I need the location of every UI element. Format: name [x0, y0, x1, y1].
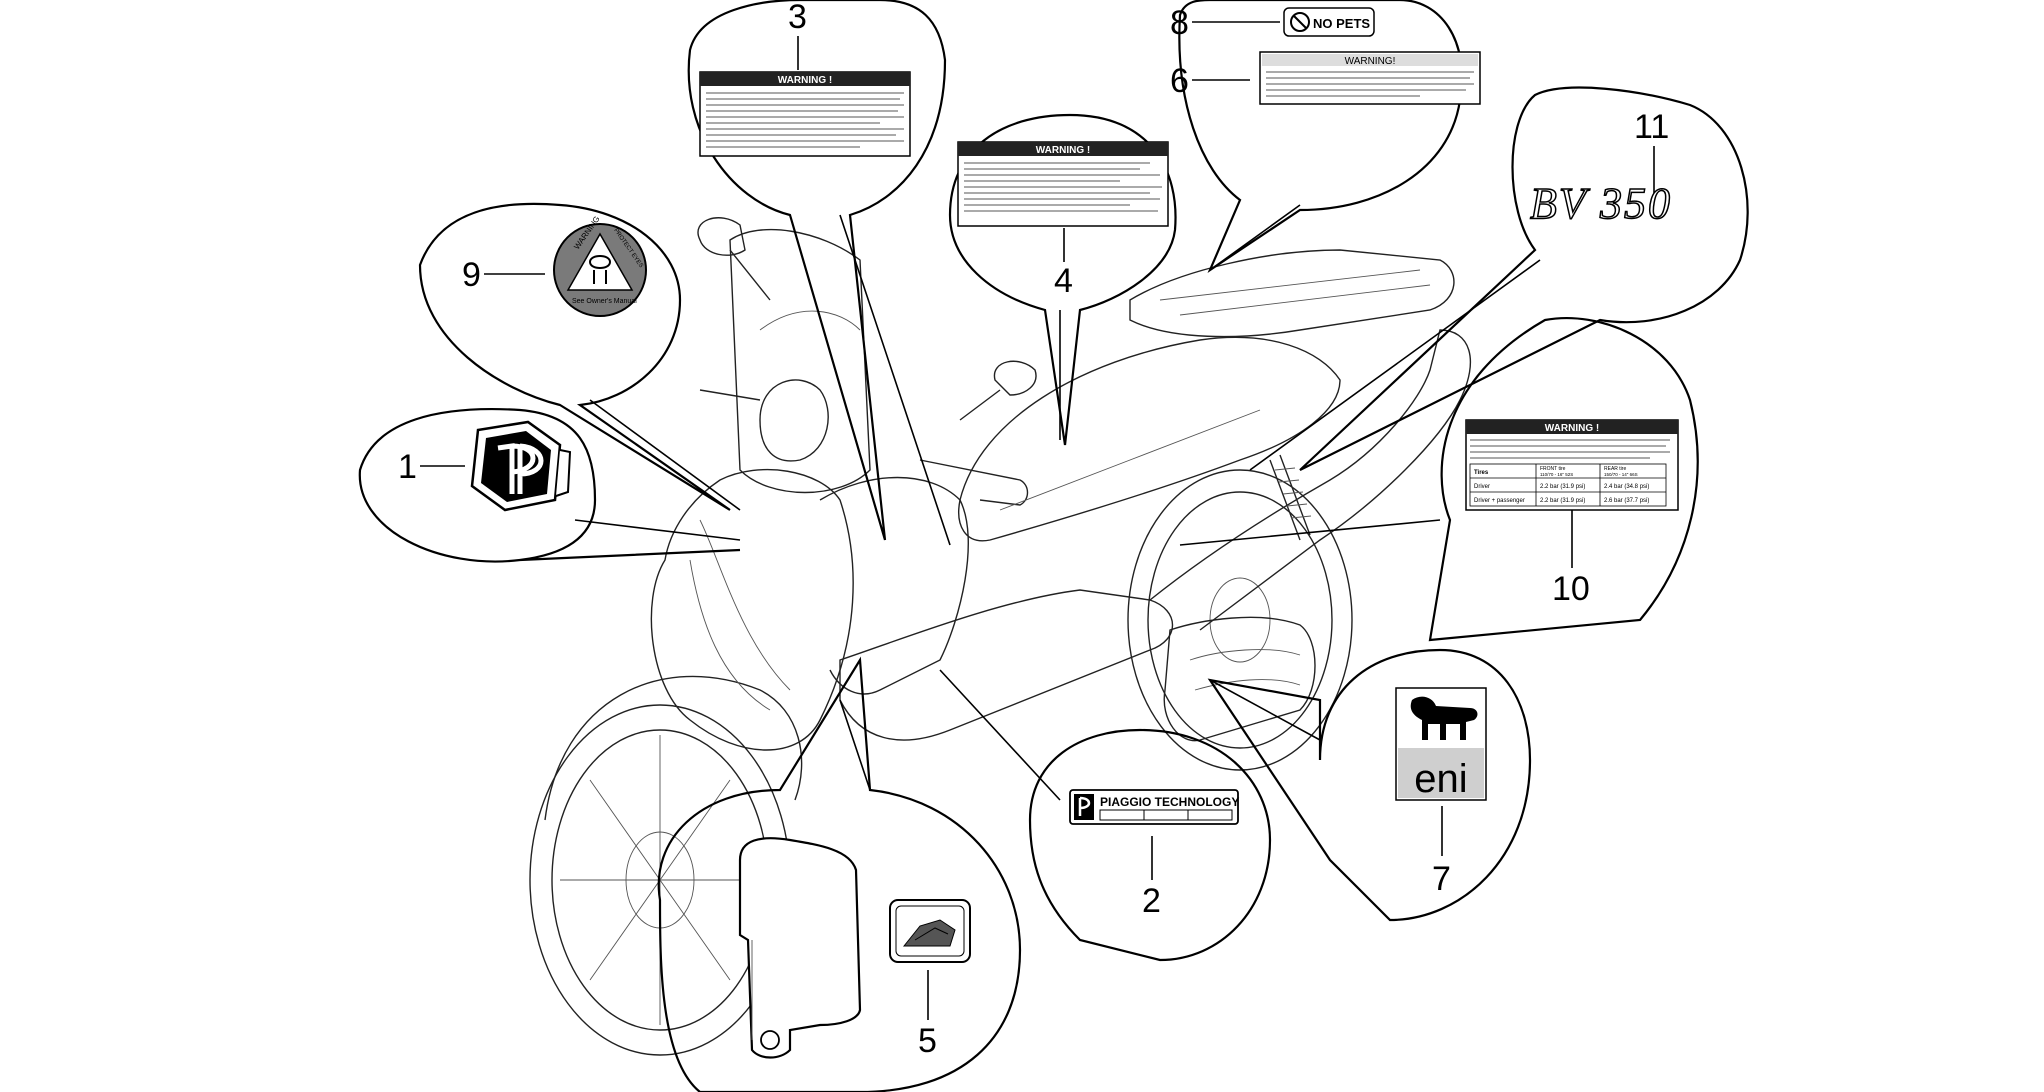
callout-6: 6: [1170, 62, 1250, 100]
glovebox-icon-decal: [889, 899, 971, 963]
luggage-rack: [1129, 249, 1455, 338]
callout-1: 1: [398, 448, 465, 486]
eni-logo-decal: eni: [1395, 687, 1487, 801]
bv350-text: BV 350: [1530, 179, 1672, 228]
callout-4: 4: [1054, 228, 1073, 300]
callout-7: 7: [1432, 806, 1451, 898]
leg-shield: [819, 476, 969, 695]
tire-col-tires: Tires: [1474, 470, 1489, 476]
callout-bubble-5: [657, 656, 1022, 1092]
tire-row2-label: Driver + passenger: [1474, 498, 1525, 504]
callout-11: 11: [1634, 108, 1669, 200]
callout-number-7: 7: [1432, 860, 1451, 898]
callout-bubble-1: [358, 408, 741, 563]
callout-bubble-2: [1028, 728, 1272, 962]
tire-row1-label: Driver: [1474, 484, 1490, 490]
callout-number-3: 3: [788, 0, 807, 36]
eye-protection-icon: [588, 255, 612, 284]
piaggio-logo-badge: [470, 420, 572, 512]
accessories-warning-label: WARNING!: [1259, 51, 1481, 105]
piaggio-technology-label: PIAGGIO TECHNOLOGY: [1069, 789, 1239, 825]
callout-5: 5: [918, 970, 937, 1060]
no-pets-label: NO PETS: [1283, 7, 1375, 37]
callout-number-1: 1: [398, 448, 417, 486]
tire-size-rear: 150/70 - 14" 66S: [1604, 472, 1638, 477]
tire-col-front: FRONT tire: [1540, 466, 1566, 472]
callout-bubble-9: [418, 202, 731, 511]
rear-wheel: [1127, 469, 1353, 771]
handlebar: [699, 389, 1029, 506]
no-pets-text: NO PETS: [1313, 16, 1370, 31]
callout-3: 3: [788, 0, 807, 70]
round-warning-decal: WARNING PROTECT EYES See Owner's Manual: [553, 215, 647, 317]
transmission-cover: [1163, 616, 1316, 742]
six-legged-dog-icon: [1410, 696, 1478, 740]
piaggio-technology-text: PIAGGIO TECHNOLOGY: [1100, 795, 1239, 809]
callout-bubble-6-8: [1178, 0, 1463, 273]
leader-lines: [574, 204, 1541, 801]
callout-number-10: 10: [1552, 570, 1590, 608]
callout-2: 2: [1142, 836, 1161, 920]
front-fender: [544, 675, 803, 821]
tire-col-rear: REAR tire: [1604, 466, 1626, 472]
callout-bubble-10: [1428, 317, 1699, 642]
round-owners-manual-text: See Owner's Manual: [572, 298, 637, 305]
callout-bubble-4: [948, 113, 1177, 446]
warning-title-6: WARNING!: [1345, 56, 1396, 67]
tire-pressure-label: WARNING ! Tires FRONT tire REAR tire 110…: [1465, 419, 1679, 511]
rider-warning-label: WARNING !: [957, 141, 1169, 227]
callout-number-5: 5: [918, 1022, 937, 1060]
rear-body: [1149, 329, 1472, 631]
callout-number-4: 4: [1054, 262, 1073, 300]
eni-text: eni: [1414, 757, 1467, 801]
callout-bubble-7: [1207, 648, 1532, 922]
tire-row1-front: 2.2 bar (31.9 psi): [1540, 484, 1585, 490]
callout-10: 10: [1552, 510, 1590, 608]
callout-number-8: 8: [1170, 4, 1189, 42]
callout-number-11: 11: [1634, 108, 1669, 146]
right-mirror: [959, 360, 1037, 421]
tire-pressure-table: Tires FRONT tire REAR tire 110/70 - 16" …: [1469, 463, 1667, 507]
warning-title-3: WARNING !: [778, 75, 832, 86]
front-shield: [650, 468, 854, 751]
callout-8: 8: [1170, 4, 1280, 42]
windscreen: [729, 228, 871, 494]
tire-size-front: 110/70 - 16" 52S: [1540, 472, 1573, 477]
glovebox-lid-part: [738, 837, 862, 1059]
bv350-logo: BV 350: [1529, 178, 1672, 229]
floorboard: [839, 589, 1174, 741]
callout-number-2: 2: [1142, 882, 1161, 920]
seat: [958, 336, 1341, 542]
warning-title-10: WARNING !: [1545, 423, 1599, 434]
callout-number-9: 9: [462, 256, 481, 294]
no-pets-icon: [1290, 12, 1310, 32]
callout-bubble-3: [687, 0, 947, 541]
left-mirror: [697, 217, 771, 301]
tire-row1-rear: 2.4 bar (34.8 psi): [1604, 484, 1649, 490]
callout-bubble-11: [1299, 86, 1749, 471]
glovebox-open-icon: [902, 919, 956, 947]
tire-row2-front: 2.2 bar (31.9 psi): [1540, 498, 1585, 504]
callout-9: 9: [462, 256, 545, 294]
battery-warning-label: WARNING !: [699, 71, 911, 157]
warning-title-4: WARNING !: [1036, 145, 1090, 156]
callout-number-6: 6: [1170, 62, 1189, 100]
tire-row2-rear: 2.6 bar (37.7 psi): [1604, 498, 1649, 504]
